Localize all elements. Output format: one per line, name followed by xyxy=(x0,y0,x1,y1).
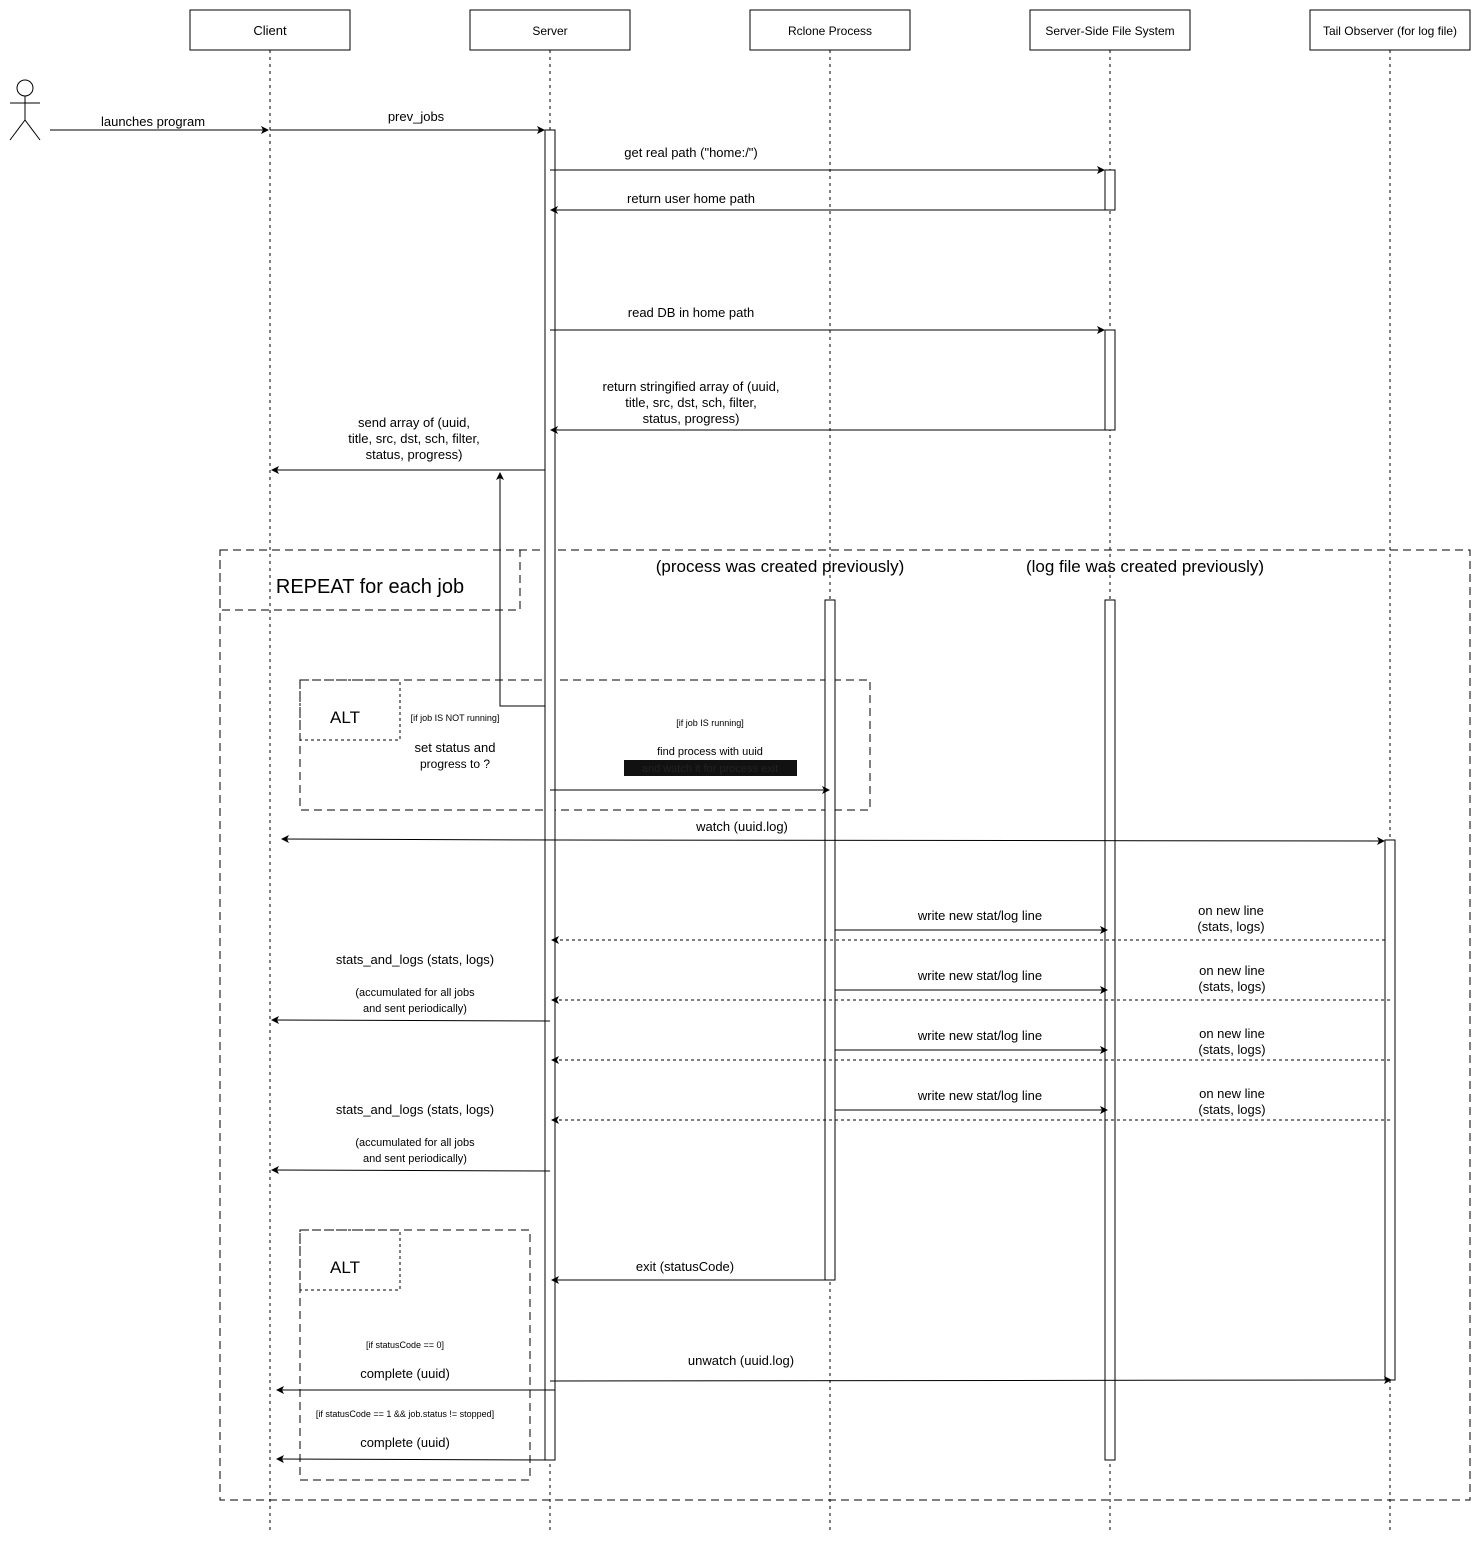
activation-bars xyxy=(544,129,1396,1461)
message-complete: complete (uuid) xyxy=(360,1435,450,1450)
watch-exit-text-highlighted: and watch it for process exit xyxy=(642,763,778,775)
loop-back-arrow xyxy=(496,472,545,707)
message-accumulated: (accumulated for all jobs xyxy=(355,1137,475,1149)
activation-fs xyxy=(1104,329,1116,431)
participant-label: Client xyxy=(253,23,287,38)
message-send-array: title, src, dst, sch, filter, xyxy=(348,431,479,446)
set-status-text: set status and xyxy=(415,740,496,755)
message-return-array: return stringified array of (uuid, xyxy=(602,379,779,394)
message-send-array: status, progress) xyxy=(366,447,463,462)
guard-running: [if job IS running] xyxy=(676,718,744,728)
message-on-new-line: on new line xyxy=(1199,1026,1265,1041)
message-prev-jobs: prev_jobs xyxy=(388,109,445,124)
message-return-array: status, progress) xyxy=(643,411,740,426)
actor-user-icon xyxy=(9,79,41,141)
alt-frame-job-running: ALT [if job IS NOT running] set status a… xyxy=(299,679,871,811)
guard-status-zero: [if statusCode == 0] xyxy=(366,1340,444,1350)
message-return-array: title, src, dst, sch, filter, xyxy=(625,395,756,410)
participant-filesystem: Server-Side File System xyxy=(1029,9,1191,51)
message-stats-and-logs: stats_and_logs (stats, logs) xyxy=(336,1102,494,1117)
participant-label: Rclone Process xyxy=(788,24,872,38)
set-status-text: progress to ? xyxy=(420,757,490,771)
participant-client: Client xyxy=(189,9,351,51)
message-write-line: write new stat/log line xyxy=(917,1088,1042,1103)
message-on-new-line: (stats, logs) xyxy=(1198,1042,1265,1057)
participant-server: Server xyxy=(469,9,631,51)
message-exit: exit (statusCode) xyxy=(636,1259,734,1274)
log-note: (log file was created previously) xyxy=(1026,557,1264,576)
message-write-line: write new stat/log line xyxy=(917,908,1042,923)
message-return-home: return user home path xyxy=(627,191,755,206)
message-on-new-line: on new line xyxy=(1199,1086,1265,1101)
process-note: (process was created previously) xyxy=(656,557,904,576)
message-launch: launches program xyxy=(101,114,205,129)
participant-rclone: Rclone Process xyxy=(749,9,911,51)
guard-status-one: [if statusCode == 1 && job.status != sto… xyxy=(316,1409,494,1419)
message-on-new-line: (stats, logs) xyxy=(1197,919,1264,934)
message-accumulated: (accumulated for all jobs xyxy=(355,987,475,999)
message-accumulated: and sent periodically) xyxy=(363,1003,467,1015)
participant-label: Server-Side File System xyxy=(1045,24,1174,38)
alt-label: ALT xyxy=(330,1258,360,1277)
message-watch: watch (uuid.log) xyxy=(695,819,788,834)
participant-label: Server xyxy=(532,24,567,38)
activation-tail xyxy=(1384,839,1396,1381)
find-process-text: find process with uuid xyxy=(657,746,763,758)
participant-tail-observer: Tail Observer (for log file) xyxy=(1309,9,1471,51)
activation-fs xyxy=(1104,169,1116,211)
message-on-new-line: on new line xyxy=(1199,963,1265,978)
messages: launches program prev_jobs get real path… xyxy=(50,109,1392,1464)
message-stats-and-logs: stats_and_logs (stats, logs) xyxy=(336,952,494,967)
message-read-db: read DB in home path xyxy=(628,305,754,320)
alt-frame-exit-status: ALT [if statusCode == 0] [if statusCode … xyxy=(299,1229,531,1481)
message-write-line: write new stat/log line xyxy=(917,1028,1042,1043)
message-accumulated: and sent periodically) xyxy=(363,1153,467,1165)
alt-label: ALT xyxy=(330,708,360,727)
participant-label: Tail Observer (for log file) xyxy=(1323,24,1457,38)
message-get-real-path: get real path ("home:/") xyxy=(624,145,758,160)
message-on-new-line: (stats, logs) xyxy=(1198,1102,1265,1117)
repeat-label: REPEAT for each job xyxy=(276,576,464,598)
message-unwatch: unwatch (uuid.log) xyxy=(688,1353,794,1368)
message-complete: complete (uuid) xyxy=(360,1366,450,1381)
message-on-new-line: on new line xyxy=(1198,903,1264,918)
activation-fs xyxy=(1104,599,1116,1461)
guard-not-running: [if job IS NOT running] xyxy=(411,713,500,723)
message-on-new-line: (stats, logs) xyxy=(1198,979,1265,994)
message-write-line: write new stat/log line xyxy=(917,968,1042,983)
message-send-array: send array of (uuid, xyxy=(358,415,470,430)
repeat-frame: REPEAT for each job (process was created… xyxy=(219,549,1471,1501)
